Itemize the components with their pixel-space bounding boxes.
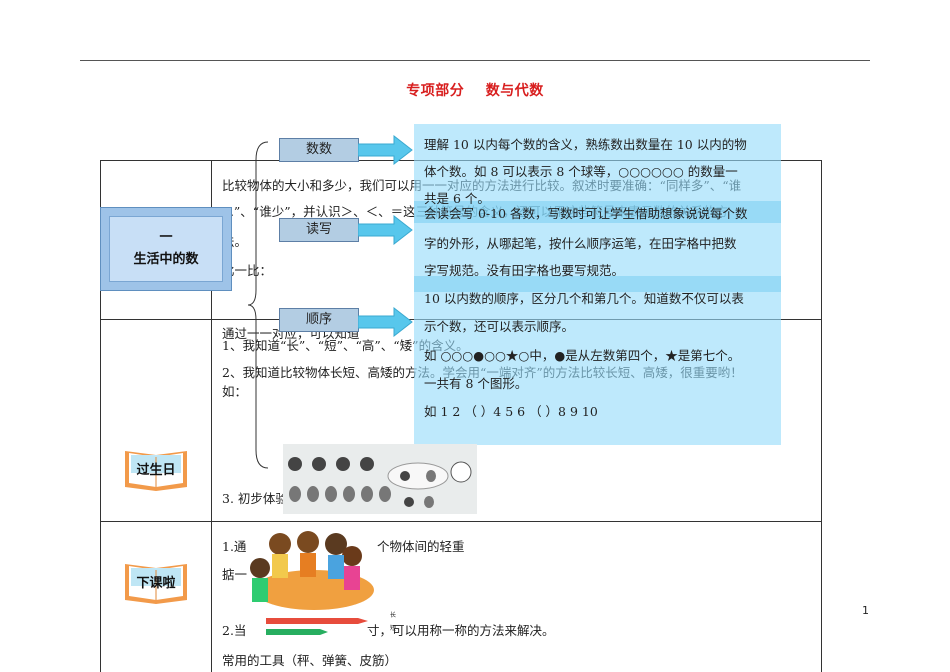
panel-line-2: 体个数。如 8 可以表示 8 个球等，○○○○○○ 的数量一 bbox=[424, 164, 738, 179]
book2-label: 下课啦 bbox=[136, 576, 176, 591]
top-rule bbox=[80, 60, 870, 61]
book-icon: 过生日 bbox=[123, 447, 189, 493]
row3-line1a: 1.通 bbox=[222, 539, 247, 554]
children-illustration bbox=[250, 531, 374, 610]
panel-line-11: 如 1 2 （ ）4 5 6 （ ）8 9 10 bbox=[424, 404, 598, 419]
row3-line3b: 寸，可以用称一称的方法来解决。 bbox=[367, 623, 555, 638]
row3-line4: 常用的工具（秤、弹簧、皮筋） bbox=[222, 653, 398, 668]
pencil-short-mark: 短 bbox=[390, 625, 397, 632]
arrow-right-icon bbox=[358, 215, 413, 245]
panel-band-1 bbox=[414, 201, 781, 223]
panel-line-10: 一共有 8 个图形。 bbox=[424, 376, 528, 391]
panel-line-4: 会读会写 0-10 各数，写数时可让学生借助想象说说每个数 bbox=[424, 206, 748, 221]
label-shushu: 数数 bbox=[279, 138, 359, 162]
pencils-illustration bbox=[266, 618, 368, 635]
book1-label: 过生日 bbox=[136, 463, 176, 478]
panel-line-8: 示个数，还可以表示顺序。 bbox=[424, 319, 575, 334]
pencil-long-mark: 长 bbox=[390, 612, 397, 619]
panel-line-7: 10 以内数的顺序，区分几个和第几个。知道数不仅可以表 bbox=[424, 291, 744, 306]
label-duxie: 读写 bbox=[279, 218, 359, 242]
label-shunxu: 顺序 bbox=[279, 308, 359, 332]
row3-line3a: 2.当 bbox=[222, 623, 247, 638]
page-number: 1 bbox=[862, 604, 869, 617]
arrow-right-icon bbox=[358, 135, 413, 165]
row2-line5: 3. 初步体验 bbox=[222, 491, 288, 506]
brace-icon bbox=[247, 141, 269, 469]
page-title: 专项部分 数与代数 bbox=[406, 83, 544, 99]
animals-illustration bbox=[283, 444, 477, 514]
panel-line-3: 共是 6 个。 bbox=[424, 191, 490, 206]
row2-line4: 如： bbox=[222, 384, 248, 399]
category-title: 生活中的数 bbox=[133, 252, 199, 267]
row3-line2: 掂一 bbox=[222, 567, 248, 582]
panel-band-2 bbox=[414, 276, 781, 292]
row2-line2: 1、我知道“长”、“短”、“高”、“矮”的含义。 bbox=[222, 338, 469, 353]
arrow-right-icon bbox=[358, 307, 413, 337]
panel-line-1: 理解 10 以内每个数的含义，熟练数出数量在 10 以内的物 bbox=[424, 137, 747, 152]
panel-line-6: 字写规范。没有田字格也要写规范。 bbox=[424, 263, 625, 278]
row1-line4: 比一比： bbox=[222, 263, 273, 278]
book-icon: 下课啦 bbox=[123, 560, 189, 606]
panel-line-9: 如 ○○○●○○★○中，●是从左数第四个，★是第七个。 bbox=[424, 348, 741, 363]
panel-line-5: 字的外形，从哪起笔，按什么顺序运笔，在田字格中把数 bbox=[424, 236, 737, 251]
category-box: 一 生活中的数 bbox=[100, 207, 232, 291]
category-number: 一 bbox=[159, 230, 173, 245]
row3-line1b: 个物体间的轻重 bbox=[377, 539, 465, 554]
